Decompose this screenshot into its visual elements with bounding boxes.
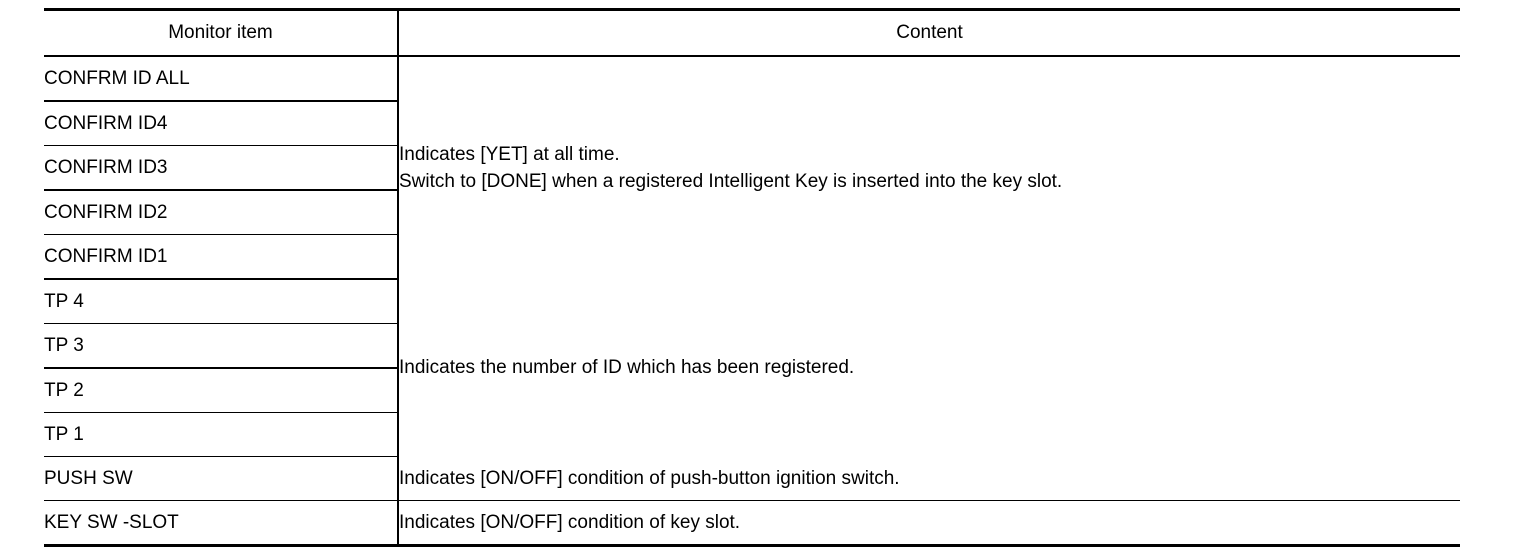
- monitor-item-cell: KEY SW -SLOT: [44, 500, 399, 547]
- monitor-item-cell: PUSH SW: [44, 456, 399, 501]
- table-row: CONFIRM ID2: [44, 190, 1460, 235]
- table-row: TP 3: [44, 323, 1460, 369]
- monitor-item-cell: TP 3: [44, 323, 399, 369]
- table-row: TP 1: [44, 412, 1460, 457]
- monitor-item-table: Monitor item Content CONFRM ID ALL Indic…: [44, 8, 1460, 547]
- content-cell-confirm-id-group: Indicates [YET] at all time. Switch to […: [398, 56, 1460, 279]
- page-canvas: Monitor item Content CONFRM ID ALL Indic…: [44, 8, 1460, 547]
- table-row: PUSH SW Indicates [ON/OFF] condition of …: [44, 456, 1460, 501]
- content-cell-push-sw-group: Indicates [ON/OFF] condition of push-but…: [398, 456, 1460, 501]
- monitor-item-cell: CONFIRM ID1: [44, 234, 399, 280]
- content-line: Indicates [YET] at all time.: [399, 144, 620, 165]
- table-row: CONFRM ID ALL Indicates [YET] at all tim…: [44, 56, 1460, 279]
- monitor-item-cell: CONFIRM ID2: [44, 190, 399, 235]
- content-line: Indicates [ON/OFF] condition of push-but…: [399, 467, 900, 489]
- table-row: CONFIRM ID1: [44, 234, 1460, 280]
- monitor-item-cell: TP 1: [44, 412, 399, 457]
- content-cell-key-sw-slot-group: Indicates [ON/OFF] condition of key slot…: [398, 500, 1460, 547]
- table-row: CONFIRM ID4: [44, 101, 1460, 146]
- table-row: TP 4 Indicates the number of ID which ha…: [44, 279, 1460, 457]
- column-header-content: Content: [398, 8, 1460, 57]
- monitor-item-cell: TP 4: [44, 279, 399, 324]
- content-line: Indicates the number of ID which has bee…: [399, 357, 855, 379]
- monitor-item-cell: CONFIRM ID3: [44, 145, 399, 191]
- content-line: Switch to [DONE] when a registered Intel…: [399, 171, 1063, 192]
- table-row: TP 2: [44, 368, 1460, 413]
- column-header-monitor-item: Monitor item: [44, 8, 399, 57]
- monitor-item-cell: TP 2: [44, 368, 399, 413]
- content-cell-tp-group: Indicates the number of ID which has bee…: [398, 279, 1460, 457]
- table-header-row: Monitor item Content: [44, 8, 1460, 57]
- monitor-item-cell: CONFRM ID ALL: [44, 56, 399, 102]
- table-row: CONFIRM ID3: [44, 145, 1460, 191]
- monitor-item-cell: CONFIRM ID4: [44, 101, 399, 146]
- content-line: Indicates [ON/OFF] condition of key slot…: [399, 512, 741, 533]
- table-row: KEY SW -SLOT Indicates [ON/OFF] conditio…: [44, 500, 1460, 547]
